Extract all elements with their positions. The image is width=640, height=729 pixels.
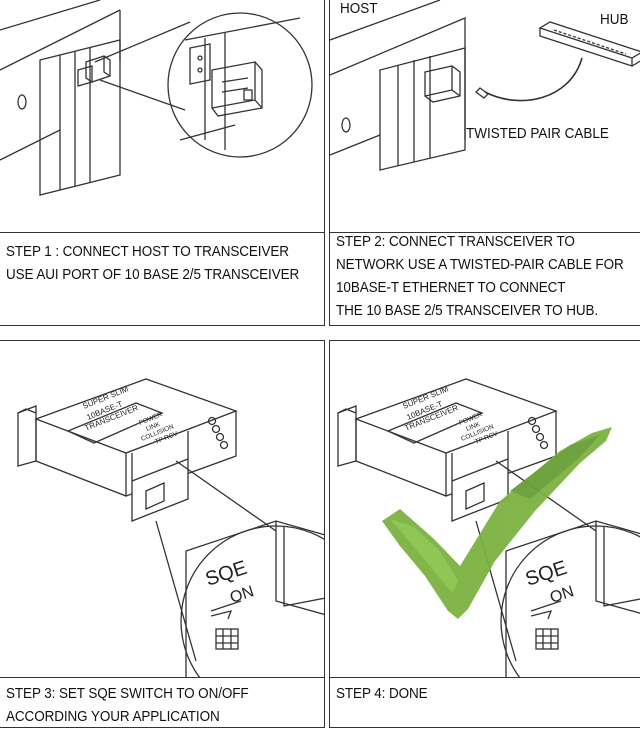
- zoom-line-lower: [99, 79, 186, 111]
- step-1-caption-line-2: USE AUI PORT OF 10 BASE 2/5 TRANSCEIVER: [6, 267, 300, 283]
- step-3-caption-line-1: STEP 3: SET SQE SWITCH TO ON/OFF: [6, 686, 249, 702]
- step-2-caption-line-1: STEP 2: CONNECT TRANSCEIVER TO: [336, 234, 575, 250]
- step-3-panel: SUPER SLIM SUPER SLIM 10BASE-T TRANSCEIV…: [0, 340, 325, 728]
- step-1-caption-line-1: STEP 1 : CONNECT HOST TO TRANSCEIVER: [6, 244, 289, 260]
- step-2-illustration: HOST HUB TWISTED PAIR CABLE: [330, 0, 640, 233]
- step-2-caption-line-3: 10BASE-T ETHERNET TO CONNECT: [336, 280, 566, 296]
- step-4-illustration: SUPER SLIM 10BASE-T TRANSCEIVER POWER LI…: [330, 341, 640, 678]
- on-label-zoom: ON: [548, 583, 576, 607]
- step-1-panel: STEP 1 : CONNECT HOST TO TRANSCEIVER USE…: [0, 0, 325, 326]
- hub-label: HUB: [600, 12, 629, 28]
- aui-connector-zoom: [189, 43, 211, 85]
- step-4-caption-line-1: STEP 4: DONE: [336, 686, 428, 702]
- cable-label: TWISTED PAIR CABLE: [466, 126, 609, 142]
- step-2-caption-line-2: NETWORK USE A TWISTED-PAIR CABLE FOR: [336, 257, 624, 273]
- step-3-caption-line-2: ACCORDING YOUR APPLICATION: [6, 709, 220, 725]
- step-1-illustration: [0, 0, 324, 233]
- twisted-pair-cable: [484, 57, 583, 102]
- step-2-caption-line-4: THE 10 BASE 2/5 TRANSCEIVER TO HUB.: [336, 303, 599, 319]
- zoom-circle: [167, 12, 313, 158]
- green-checkmark-icon: [382, 427, 612, 619]
- host-front-panel: [379, 47, 466, 171]
- step-4-panel: SUPER SLIM 10BASE-T TRANSCEIVER POWER LI…: [329, 340, 640, 728]
- step-3-illustration: SUPER SLIM SUPER SLIM 10BASE-T TRANSCEIV…: [0, 341, 324, 678]
- on-label-zoom: ON: [228, 583, 256, 607]
- zoom-line-upper: [94, 21, 191, 63]
- host-label: HOST: [340, 1, 378, 17]
- host-front-panel: [39, 39, 121, 196]
- hub-device: [538, 21, 640, 59]
- step-2-panel: HOST HUB TWISTED PAIR CABLE STEP 2: CONN…: [329, 0, 640, 326]
